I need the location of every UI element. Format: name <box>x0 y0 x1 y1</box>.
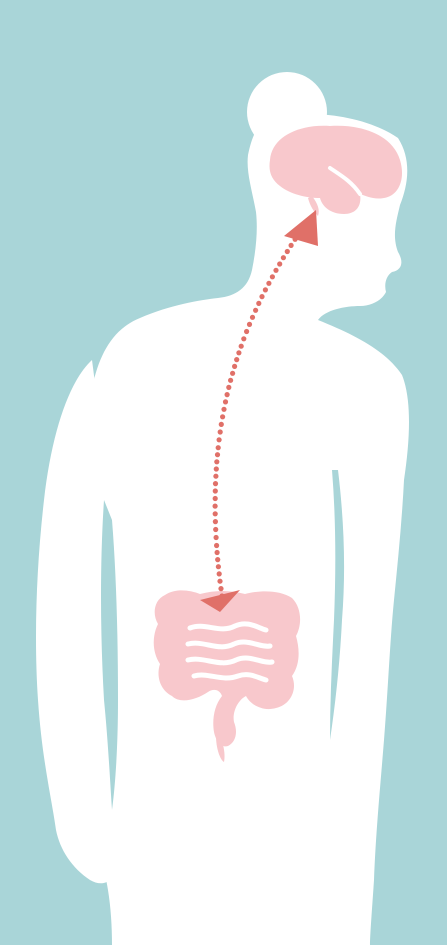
connection-dot <box>253 308 258 313</box>
connection-dot <box>241 336 246 341</box>
connection-dot <box>226 385 231 390</box>
connection-dot <box>234 357 239 362</box>
connection-dot <box>213 504 218 509</box>
connection-dot <box>214 466 219 471</box>
connection-dot <box>214 459 219 464</box>
connection-dot <box>213 474 218 479</box>
connection-dot <box>263 287 268 292</box>
connection-dot <box>217 571 222 576</box>
connection-dot <box>239 344 244 349</box>
connection-dot <box>244 329 249 334</box>
connection-dot <box>228 378 233 383</box>
connection-dot <box>219 422 224 427</box>
connection-dot <box>289 243 294 248</box>
connection-dot <box>215 557 220 562</box>
connection-dot <box>213 519 218 524</box>
connection-dot <box>216 445 221 450</box>
connection-dot <box>273 268 278 273</box>
connection-dot <box>216 564 221 569</box>
connection-dot <box>232 364 237 369</box>
connection-dot <box>259 294 264 299</box>
connection-dot <box>270 274 275 279</box>
connection-dot <box>220 414 225 419</box>
connection-dot <box>213 496 218 501</box>
connection-dot <box>217 579 222 584</box>
connection-dot <box>214 543 219 548</box>
connection-dot <box>221 407 226 412</box>
connection-dot <box>213 511 218 516</box>
connection-dot <box>214 535 219 540</box>
connection-dot <box>215 452 220 457</box>
connection-dot <box>213 527 218 532</box>
connection-dot <box>213 488 218 493</box>
connection-dot <box>266 281 271 286</box>
connection-dot <box>285 249 290 254</box>
connection-dot <box>225 392 230 397</box>
connection-dot <box>217 437 222 442</box>
connection-dot <box>213 481 218 486</box>
connection-dot <box>281 255 286 260</box>
connection-dot <box>250 315 255 320</box>
connection-dot <box>223 399 228 404</box>
connection-dot <box>277 261 282 266</box>
connection-dot <box>218 429 223 434</box>
connection-dot <box>218 586 223 591</box>
connection-dot <box>215 550 220 555</box>
connection-dot <box>256 301 261 306</box>
connection-dot <box>230 371 235 376</box>
connection-dot <box>247 322 252 327</box>
connection-dot <box>236 350 241 355</box>
